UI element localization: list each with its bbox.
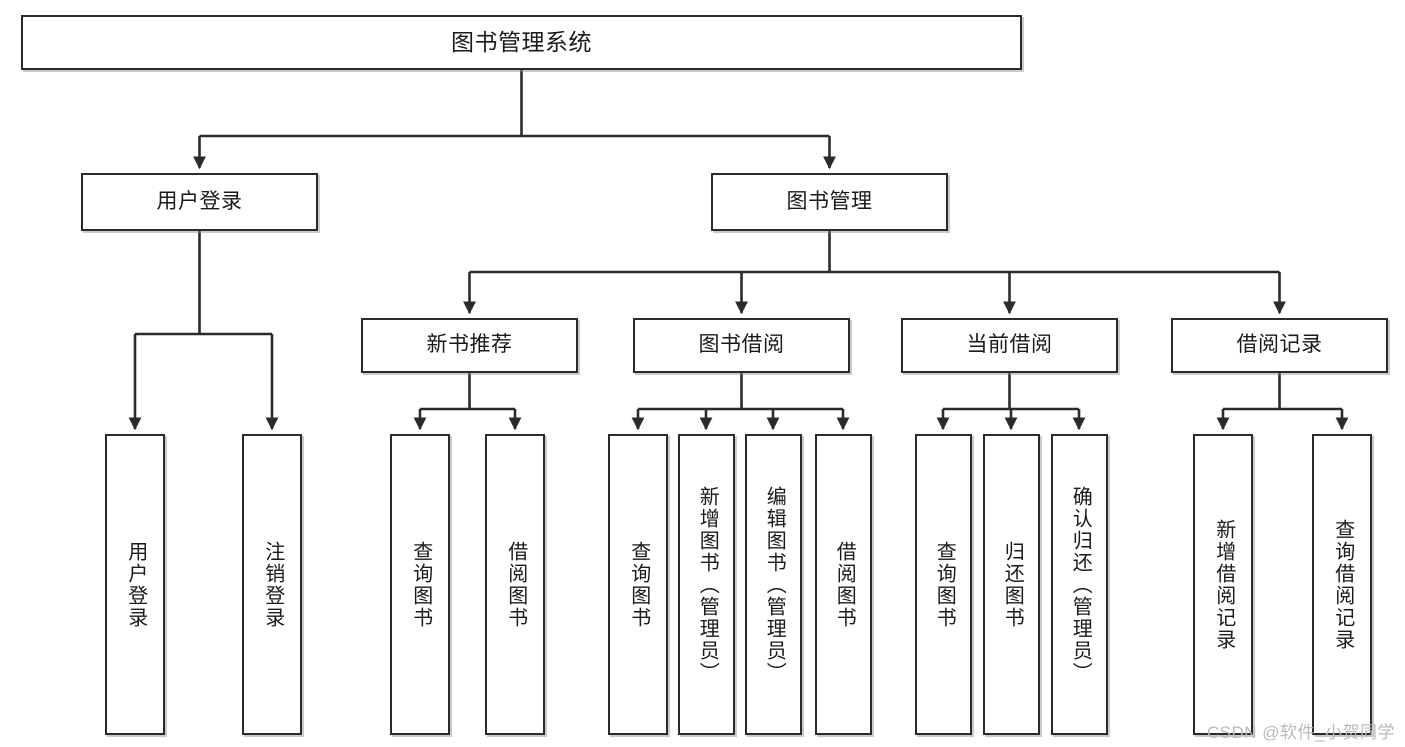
- leaf-query-book-2[interactable]: 查询图书: [608, 434, 668, 735]
- leaf-edit-book[interactable]: 编辑图书（管理员）: [745, 434, 802, 735]
- node-current-borrow[interactable]: 当前借阅: [901, 318, 1118, 373]
- node-new-book-recommend[interactable]: 新书推荐: [361, 318, 578, 373]
- leaf-query-book-3[interactable]: 查询图书: [915, 434, 972, 735]
- node-book-borrow[interactable]: 图书借阅: [633, 318, 850, 373]
- leaf-add-record-label: 新增借阅记录: [1212, 518, 1235, 651]
- leaf-user-login-label: 用户登录: [124, 540, 147, 629]
- node-root-label: 图书管理系统: [451, 28, 592, 55]
- leaf-query-book-2-label: 查询图书: [627, 540, 650, 629]
- leaf-confirm-return[interactable]: 确认归还（管理员）: [1051, 434, 1108, 735]
- leaf-query-book-3-label: 查询图书: [933, 540, 956, 629]
- leaf-query-book-1-label: 查询图书: [409, 540, 432, 629]
- node-book-manage[interactable]: 图书管理: [711, 173, 948, 231]
- leaf-add-record[interactable]: 新增借阅记录: [1193, 434, 1253, 735]
- leaf-borrow-book-1[interactable]: 借阅图书: [485, 434, 545, 735]
- leaf-borrow-book-2-label: 借阅图书: [833, 540, 856, 629]
- node-user-login[interactable]: 用户登录: [81, 173, 318, 231]
- leaf-return-book[interactable]: 归还图书: [983, 434, 1040, 735]
- node-new-book-recommend-label: 新书推荐: [426, 333, 513, 357]
- leaf-confirm-return-label: 确认归还（管理员）: [1069, 485, 1092, 684]
- leaf-add-book[interactable]: 新增图书（管理员）: [678, 434, 735, 735]
- leaf-borrow-book-1-label: 借阅图书: [504, 540, 527, 629]
- leaf-edit-book-label: 编辑图书（管理员）: [763, 485, 786, 684]
- leaf-return-book-label: 归还图书: [1001, 540, 1024, 629]
- watermark: CSDN @软件_小贺同学: [1206, 723, 1395, 742]
- node-borrow-record[interactable]: 借阅记录: [1171, 318, 1388, 373]
- node-book-borrow-label: 图书借阅: [698, 333, 785, 357]
- node-root[interactable]: 图书管理系统: [21, 15, 1022, 70]
- node-borrow-record-label: 借阅记录: [1236, 333, 1323, 357]
- leaf-borrow-book-2[interactable]: 借阅图书: [815, 434, 872, 735]
- node-user-login-label: 用户登录: [156, 189, 243, 213]
- leaf-query-book-1[interactable]: 查询图书: [390, 434, 450, 735]
- node-book-manage-label: 图书管理: [786, 189, 873, 213]
- node-current-borrow-label: 当前借阅: [966, 333, 1053, 357]
- leaf-user-login[interactable]: 用户登录: [105, 434, 165, 735]
- leaf-add-book-label: 新增图书（管理员）: [696, 485, 719, 684]
- leaf-query-record[interactable]: 查询借阅记录: [1312, 434, 1372, 735]
- leaf-logout[interactable]: 注销登录: [242, 434, 302, 735]
- leaf-logout-label: 注销登录: [261, 540, 284, 629]
- leaf-query-record-label: 查询借阅记录: [1331, 518, 1354, 651]
